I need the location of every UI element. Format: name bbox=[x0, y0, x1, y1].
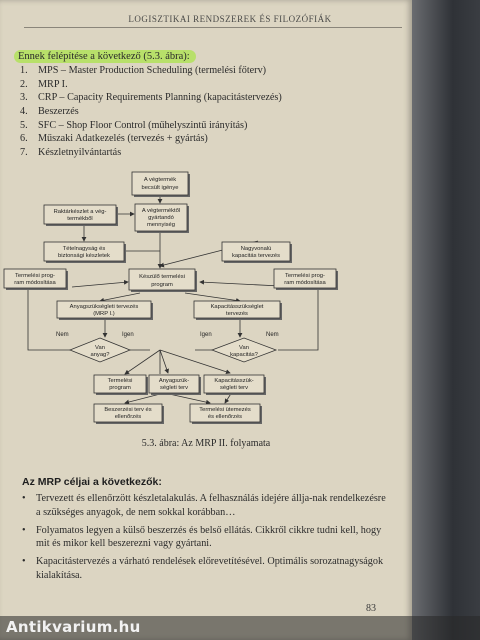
svg-text:ram módosítása: ram módosítása bbox=[284, 280, 326, 286]
svg-text:Anyagszük-: Anyagszük- bbox=[159, 378, 189, 384]
svg-text:becsült igénye: becsült igénye bbox=[141, 185, 178, 191]
svg-text:A végtermék: A végtermék bbox=[144, 177, 176, 183]
svg-text:ségleti terv: ségleti terv bbox=[220, 385, 248, 391]
svg-text:Raktárkészlet a vég-: Raktárkészlet a vég- bbox=[54, 209, 107, 215]
box-quantity: A végterméktől gyártandó mennyiség bbox=[134, 203, 189, 233]
section-heading: Az MRP céljai a következők: bbox=[22, 476, 162, 488]
box-demand: A végtermék becsült igénye bbox=[131, 171, 190, 197]
svg-text:Kapacitásszük-: Kapacitásszük- bbox=[214, 378, 253, 384]
watermark-bar: Antikvarium.hu bbox=[0, 616, 480, 640]
box-production-program: Termelési program bbox=[93, 374, 148, 395]
label-yes-right: Igen bbox=[200, 332, 212, 338]
diagram-connectors bbox=[25, 197, 321, 405]
svg-text:ellenőrzés: ellenőrzés bbox=[115, 414, 142, 420]
list-item: •Kapacitástervezés a várható rendelések … bbox=[22, 556, 384, 581]
svg-text:kapacitás tervezés: kapacitás tervezés bbox=[232, 253, 280, 259]
watermark-text: Antikvarium.hu bbox=[6, 618, 141, 636]
header-rule bbox=[24, 27, 402, 28]
box-capacity-plan: Kapacitásszük- ségleti terv bbox=[203, 374, 266, 395]
svg-text:A végterméktől: A végterméktől bbox=[142, 208, 180, 214]
goals-list: •Tervezett és ellenőrzött készletalakulá… bbox=[22, 492, 392, 587]
svg-text:program: program bbox=[151, 282, 173, 288]
list-item: 5.SFC – Shop Floor Control (műhelyszintű… bbox=[20, 119, 248, 131]
label-no-left: Nem bbox=[56, 332, 69, 338]
list-item: 1.MPS – Master Production Scheduling (te… bbox=[20, 65, 267, 76]
list-item: •Tervezett és ellenőrzött készletalakulá… bbox=[22, 493, 386, 518]
list-item: 7.Készletnyilvántartás bbox=[20, 147, 122, 159]
svg-text:ram módosítása: ram módosítása bbox=[14, 280, 56, 286]
list-item: 3.CRP – Capacity Requirements Planning (… bbox=[20, 92, 282, 104]
svg-text:Tételnagyság és: Tételnagyság és bbox=[63, 246, 106, 252]
svg-text:(MRP I.): (MRP I.) bbox=[93, 311, 115, 317]
svg-text:Termelési ütemezés: Termelési ütemezés bbox=[199, 407, 251, 413]
box-lot-size: Tételnagyság és biztonsági készletek bbox=[43, 241, 126, 263]
decision-material: Van anyag? bbox=[68, 337, 132, 363]
box-stock: Raktárkészlet a vég- termékből bbox=[43, 204, 118, 226]
svg-text:és ellenőrzés: és ellenőrzés bbox=[208, 414, 242, 420]
svg-text:Kapacitásszükséglet: Kapacitásszükséglet bbox=[211, 304, 264, 310]
mrp2-flow-diagram: A végtermék becsült igénye Raktárkészlet… bbox=[3, 171, 338, 424]
box-modify-program-left: Termelési prog- ram módosítása bbox=[3, 268, 68, 290]
svg-text:termékből: termékből bbox=[67, 216, 92, 222]
decision-capacity: Van kapacitás? bbox=[210, 337, 278, 363]
list-item: •Folyamatos legyen a külső beszerzés és … bbox=[22, 524, 382, 550]
box-capacity-planning: Kapacitásszükséglet tervezés bbox=[193, 300, 282, 320]
svg-text:Van: Van bbox=[239, 345, 249, 351]
label-no-right: Nem bbox=[266, 332, 279, 338]
svg-text:Készülő termelési: Készülő termelési bbox=[139, 274, 185, 280]
box-material-plan: Anyagszük- ségleti terv bbox=[148, 374, 201, 395]
svg-text:program: program bbox=[109, 385, 131, 391]
svg-text:tervezés: tervezés bbox=[226, 311, 248, 317]
svg-text:ségleti terv: ségleti terv bbox=[160, 385, 188, 391]
box-modify-program-right: Termelési prog- ram módosítása bbox=[273, 268, 338, 290]
box-rough-capacity: Nagyvonalú kapacitás tervezés bbox=[221, 241, 292, 263]
svg-text:Termelési prog-: Termelési prog- bbox=[15, 273, 55, 279]
list-item: 6.Műszaki Adatkezelés (tervezés + gyártá… bbox=[20, 133, 208, 145]
svg-text:biztonsági készletek: biztonsági készletek bbox=[58, 253, 110, 259]
svg-text:Termelési prog-: Termelési prog- bbox=[285, 273, 325, 279]
svg-text:anyag?: anyag? bbox=[90, 352, 110, 358]
svg-text:mennyiség: mennyiség bbox=[147, 222, 175, 228]
running-header: Logisztikai rendszerek és filozófiák bbox=[128, 14, 332, 24]
highlighted-intro: Ennek felépítése a következő (5.3. ábra)… bbox=[14, 50, 196, 63]
module-list: 1.MPS – Master Production Scheduling (te… bbox=[20, 64, 282, 160]
svg-text:kapacitás?: kapacitás? bbox=[230, 352, 258, 358]
list-item: 2.MRP I. bbox=[20, 78, 68, 90]
box-mrp1: Anyagszükségleti tervezés (MRP I.) bbox=[56, 300, 153, 320]
figure-caption: 5.3. ábra: Az MRP II. folyamata bbox=[141, 438, 271, 449]
box-scheduling: Termelési ütemezés és ellenőrzés bbox=[189, 403, 262, 424]
svg-text:Beszerzési terv és: Beszerzési terv és bbox=[104, 407, 151, 413]
label-yes-left: Igen bbox=[122, 332, 134, 338]
svg-text:Termelési: Termelési bbox=[108, 378, 133, 384]
page-edge-shadow bbox=[412, 0, 480, 640]
svg-text:gyártandó: gyártandó bbox=[148, 215, 174, 221]
svg-text:Van: Van bbox=[95, 345, 105, 351]
svg-text:Nagyvonalú: Nagyvonalú bbox=[241, 246, 272, 252]
list-item: 4.Beszerzés bbox=[20, 106, 79, 118]
svg-text:Anyagszükségleti tervezés: Anyagszükségleti tervezés bbox=[70, 304, 139, 310]
box-purchase-plan: Beszerzési terv és ellenőrzés bbox=[93, 403, 164, 424]
box-draft-program: Készülő termelési program bbox=[128, 268, 197, 292]
page-number: 83 bbox=[366, 603, 376, 614]
